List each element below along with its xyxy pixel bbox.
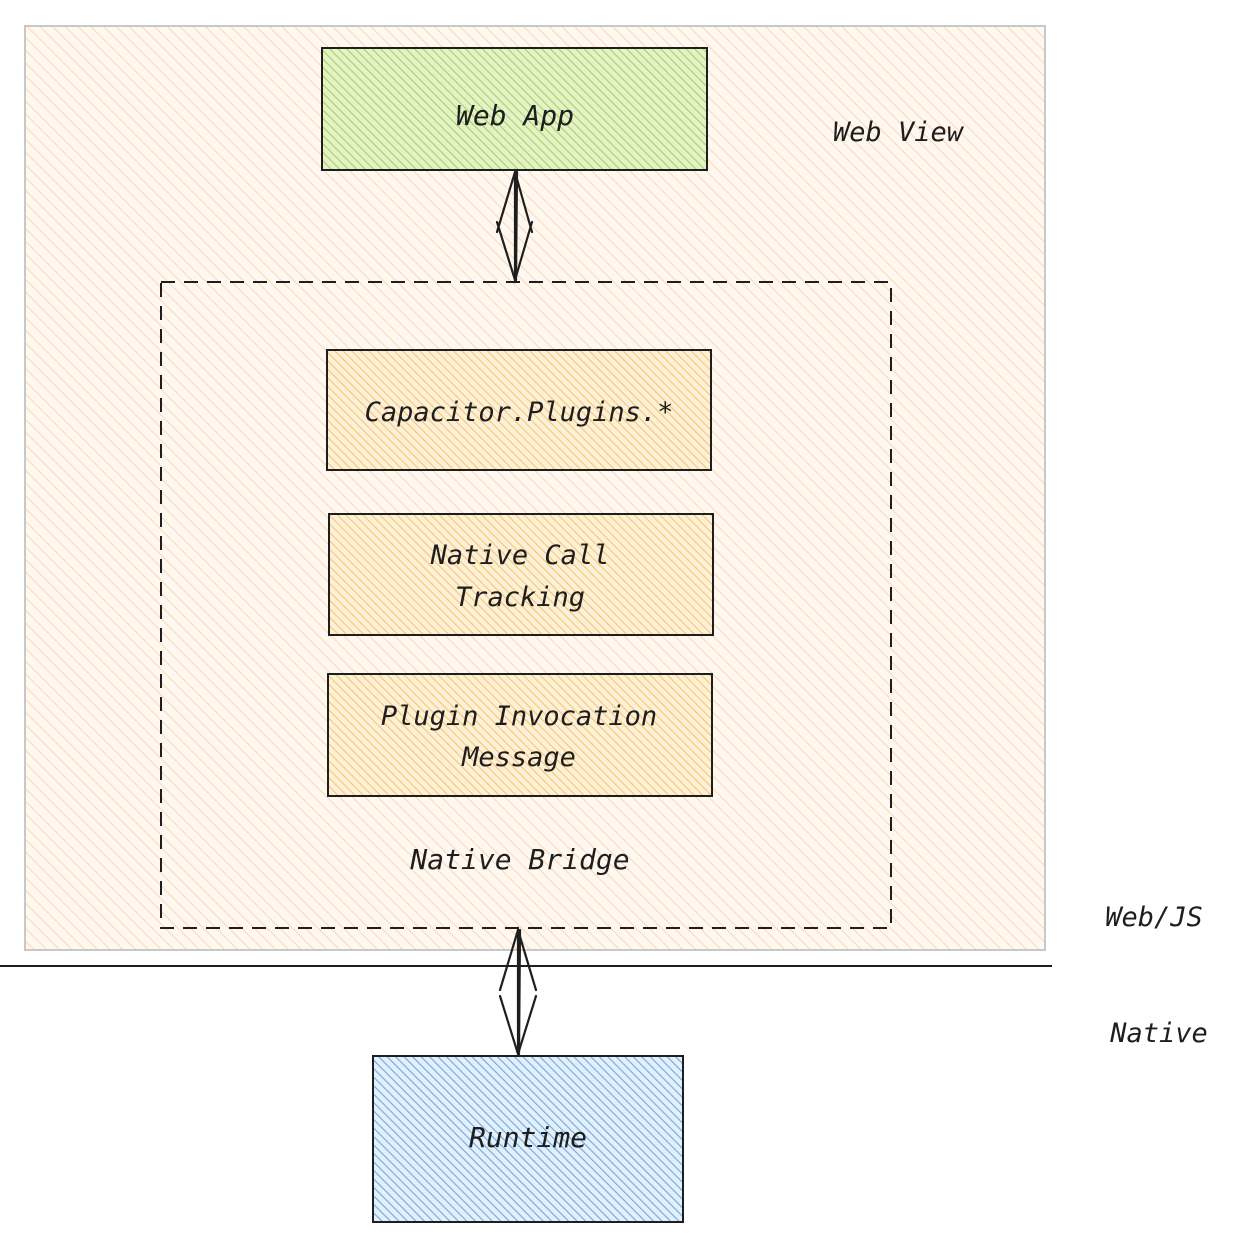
runtime-box: Runtime bbox=[372, 1055, 684, 1223]
capacitor-plugins-box: Capacitor.Plugins.* bbox=[326, 349, 712, 471]
runtime-label: Runtime bbox=[469, 1121, 587, 1154]
native-bridge-container: Native Bridge bbox=[160, 281, 892, 929]
plugin-invocation-line2: Message bbox=[461, 742, 576, 773]
native-label: Native bbox=[1109, 1018, 1208, 1049]
web-js-label: Web/JS bbox=[1105, 902, 1203, 933]
web-app-label: Web App bbox=[456, 99, 574, 132]
web-native-divider: Web/JS Native bbox=[0, 902, 1208, 1049]
web-app-box: Web App bbox=[321, 47, 708, 171]
bridge-runtime-arrow bbox=[498, 926, 538, 1058]
web-app-bridge-arrow bbox=[495, 168, 534, 284]
plugin-invocation-message-box: Plugin Invocation Message bbox=[327, 673, 713, 797]
native-call-tracking-box: Native Call Tracking bbox=[328, 513, 714, 636]
native-call-tracking-line2: Tracking bbox=[455, 582, 585, 613]
plugin-invocation-line1: Plugin Invocation bbox=[381, 701, 657, 732]
web-view-label: Web View bbox=[833, 117, 965, 148]
capacitor-plugins-label: Capacitor.Plugins.* bbox=[365, 397, 674, 428]
native-bridge-label: Native Bridge bbox=[409, 843, 629, 876]
native-call-tracking-line1: Native Call bbox=[430, 540, 610, 571]
